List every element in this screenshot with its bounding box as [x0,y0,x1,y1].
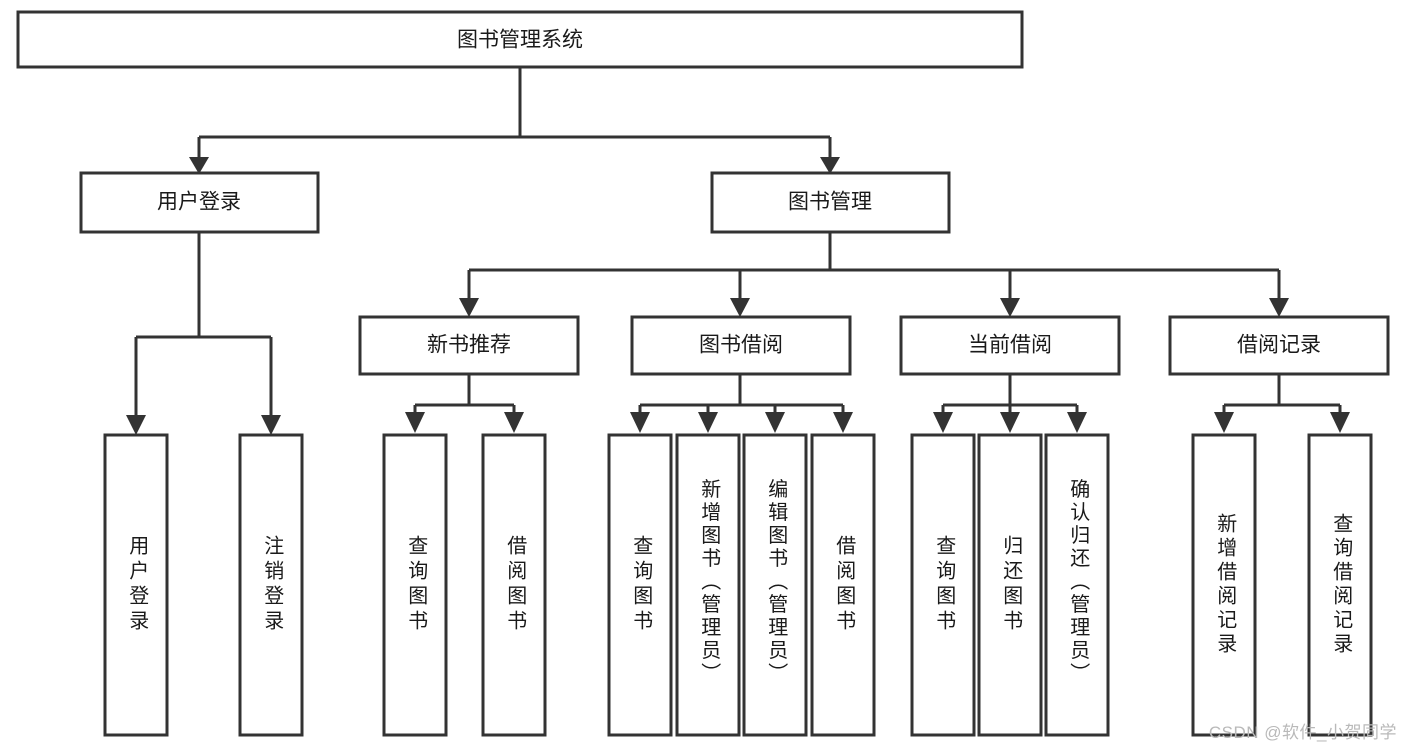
node-root[interactable]: 图书管理系统 [16,10,1024,69]
node-leaf-add-book-label: 新增图书（管理员） [698,478,721,685]
arrow-head-book-borrow [730,298,750,317]
node-new-book-rec[interactable]: 新书推荐 [358,315,580,376]
node-leaf-query-book-1[interactable]: 查询图书 [382,433,448,737]
node-leaf-add-record-box[interactable] [1191,433,1257,737]
node-leaf-edit-book[interactable]: 编辑图书（管理员） [742,433,808,737]
arrow-head-add-book [698,412,718,433]
arrow-head-leaf-logout [261,415,281,435]
arrow-head-current-borrow [1000,298,1020,317]
node-leaf-borrow-book-2-label: 借阅图书 [833,535,856,635]
node-book-manage-box[interactable] [710,171,951,234]
node-book-manage[interactable]: 图书管理 [710,171,951,234]
node-leaf-add-record-label: 新增借阅记录 [1214,513,1237,657]
node-leaf-logout-label: 注销登录 [261,535,284,635]
node-leaf-query-book-2-label: 查询图书 [630,535,653,635]
arrow-head-confirm-return [1067,412,1087,433]
node-current-borrow-label: 当前借阅 [968,334,1052,357]
node-leaf-confirm-return[interactable]: 确认归还（管理员） [1044,433,1110,737]
node-root-box[interactable] [16,10,1024,69]
csdn-watermark: CSDN @软件_小贺同学 [1208,723,1397,742]
node-user-login[interactable]: 用户登录 [79,171,320,234]
node-leaf-query-record-box[interactable] [1307,433,1373,737]
node-leaf-borrow-book-2-box[interactable] [810,433,876,737]
node-book-borrow[interactable]: 图书借阅 [630,315,852,376]
node-current-borrow[interactable]: 当前借阅 [899,315,1121,376]
arrow-head-user-login [189,157,209,174]
arrow-head-borrow-book-1 [504,412,524,433]
node-user-login-box[interactable] [79,171,320,234]
node-leaf-return-book-label: 归还图书 [1000,535,1023,635]
node-leaf-query-book-2-box[interactable] [607,433,673,737]
node-current-borrow-box[interactable] [899,315,1121,376]
node-leaf-query-book-3[interactable]: 查询图书 [910,433,976,737]
node-root-label: 图书管理系统 [457,29,583,52]
node-book-manage-label: 图书管理 [788,191,872,214]
node-leaf-borrow-book-1-box[interactable] [481,433,547,737]
arrow-head-query-book-2 [630,412,650,433]
node-leaf-query-record-label: 查询借阅记录 [1330,513,1353,657]
arrow-head-add-record [1214,412,1234,433]
node-book-borrow-label: 图书借阅 [699,334,783,357]
node-leaf-return-book-box[interactable] [977,433,1043,737]
arrow-head-query-record [1330,412,1350,433]
node-leaf-user-login[interactable]: 用户登录 [103,433,169,737]
node-new-book-rec-box[interactable] [358,315,580,376]
node-leaf-add-book[interactable]: 新增图书（管理员） [675,433,741,737]
node-leaf-add-record[interactable]: 新增借阅记录 [1191,433,1257,737]
arrow-head-borrow-record [1269,298,1289,317]
node-leaf-confirm-return-box[interactable] [1044,433,1110,737]
arrow-head-new-book-rec [459,298,479,317]
node-leaf-query-book-2[interactable]: 查询图书 [607,433,673,737]
arrow-head-book-manage [820,157,840,174]
node-leaf-query-book-3-label: 查询图书 [933,535,956,635]
node-leaf-user-login-box[interactable] [103,433,169,737]
node-leaf-return-book[interactable]: 归还图书 [977,433,1043,737]
node-book-borrow-box[interactable] [630,315,852,376]
node-leaf-add-book-box[interactable] [675,433,741,737]
node-borrow-record-label: 借阅记录 [1237,334,1321,357]
node-user-login-label: 用户登录 [157,191,241,214]
arrow-head-return-book [1000,412,1020,433]
node-leaf-edit-book-box[interactable] [742,433,808,737]
arrow-head-edit-book [765,412,785,433]
arrow-head-leaf-user-login [126,415,146,435]
node-borrow-record-box[interactable] [1168,315,1390,376]
node-leaf-borrow-book-1[interactable]: 借阅图书 [481,433,547,737]
node-borrow-record[interactable]: 借阅记录 [1168,315,1390,376]
node-leaf-edit-book-label: 编辑图书（管理员） [765,478,788,685]
node-leaf-confirm-return-label: 确认归还（管理员） [1067,478,1090,685]
node-leaf-logout-box[interactable] [238,433,304,737]
node-leaf-borrow-book-1-label: 借阅图书 [504,535,527,635]
node-new-book-rec-label: 新书推荐 [427,334,511,357]
node-leaf-user-login-label: 用户登录 [126,535,149,635]
node-leaf-query-book-1-label: 查询图书 [405,535,428,635]
node-leaf-borrow-book-2[interactable]: 借阅图书 [810,433,876,737]
arrow-head-borrow-book-2 [833,412,853,433]
node-leaf-query-book-1-box[interactable] [382,433,448,737]
arrow-head-query-book-3 [933,412,953,433]
node-leaf-query-record[interactable]: 查询借阅记录 [1307,433,1373,737]
node-leaf-logout[interactable]: 注销登录 [238,433,304,737]
connector-layer [126,67,1350,435]
arrow-head-query-book-1 [405,412,425,433]
node-leaf-query-book-3-box[interactable] [910,433,976,737]
